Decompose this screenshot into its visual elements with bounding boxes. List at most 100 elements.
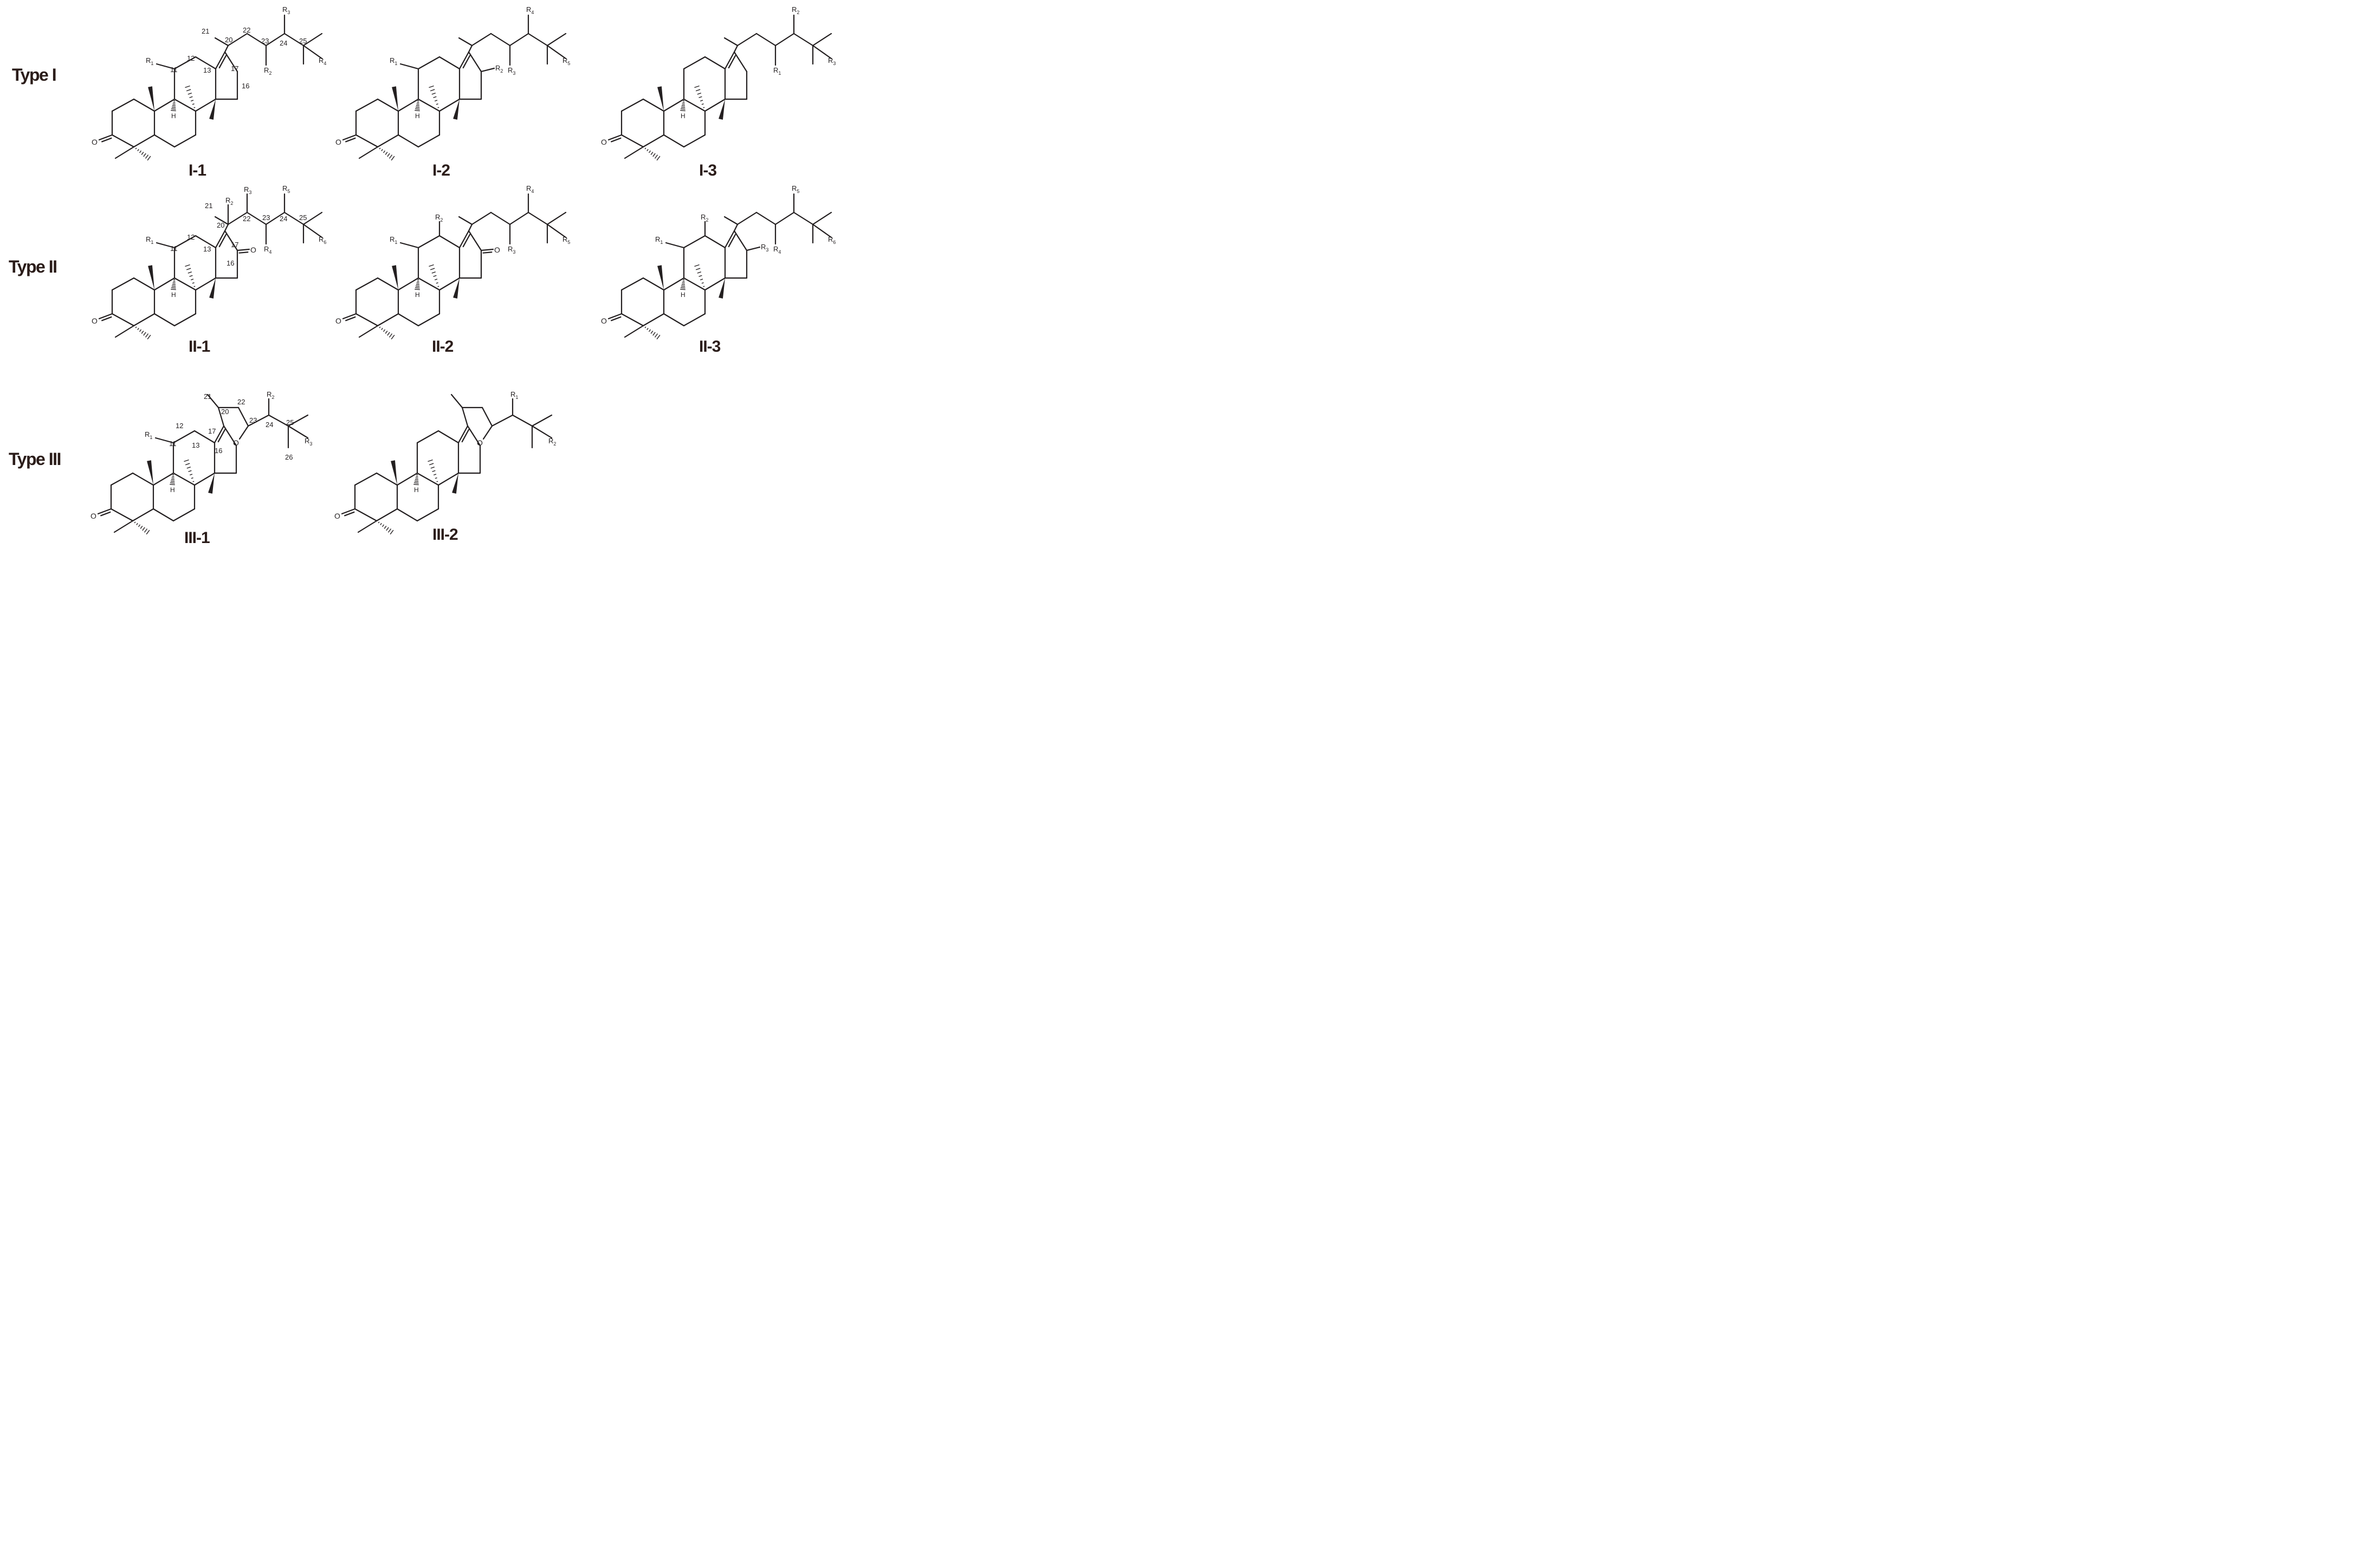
bond	[133, 134, 156, 148]
hash-mark	[654, 333, 658, 338]
hash-mark	[437, 107, 439, 108]
hash-mark	[433, 474, 437, 476]
carbonyl-c3-second-line	[100, 511, 111, 516]
carbonyl-c3-second-line	[345, 316, 356, 321]
hash-mark	[186, 467, 191, 469]
hash-mark	[390, 529, 394, 535]
hash-mark	[414, 480, 419, 482]
substituent-R6: R6	[319, 235, 326, 245]
hash-mark	[429, 85, 434, 88]
atom-number: 22	[243, 215, 250, 223]
atom-number: 17	[231, 64, 238, 73]
bond	[620, 277, 644, 291]
row-label-type-1: Type I	[12, 65, 57, 85]
methyl-8-hashed	[694, 85, 705, 108]
oxygen-ring: O	[477, 438, 483, 447]
bond	[111, 134, 135, 148]
substituent-R4: R4	[773, 245, 781, 255]
oxygen-c3: O	[601, 317, 607, 325]
bond	[793, 33, 814, 47]
methyl-8-hashed	[184, 459, 195, 482]
atom-number: 24	[266, 421, 273, 429]
substituent-R2: R2	[792, 5, 799, 15]
bond	[133, 277, 156, 291]
double-bond-13-17-second-line	[218, 234, 227, 248]
methyl-4a	[358, 325, 379, 338]
hash-mark	[184, 459, 189, 462]
substituent-R6: R6	[828, 235, 836, 245]
hash-mark	[147, 334, 151, 340]
carbonyl-c3-second-line	[611, 316, 622, 321]
bond	[471, 211, 492, 225]
oxygen-c3: O	[92, 317, 98, 325]
substituent-R4: R4	[264, 245, 271, 255]
oxygen-c3: O	[334, 512, 340, 520]
hash-mark	[430, 467, 435, 469]
methyl-4b-hashed	[378, 521, 394, 535]
methyl-4a	[624, 325, 644, 338]
bond	[302, 211, 323, 225]
bond	[438, 235, 461, 249]
methyl-8-hashed	[694, 264, 705, 287]
hash-mark	[193, 107, 196, 108]
hash-mark	[387, 332, 390, 336]
atom-number: 20	[217, 221, 224, 229]
bond	[438, 98, 461, 112]
hash-mark	[171, 285, 176, 287]
substituent-R4: R4	[526, 5, 534, 15]
compound-label-III-2: III-2	[432, 526, 458, 544]
hash-mark	[381, 149, 383, 151]
methyl-10-wedge	[392, 86, 398, 111]
carbonyl-c16	[480, 248, 494, 251]
bond	[461, 406, 469, 427]
carbonyl-c3	[341, 508, 356, 515]
hash-mark	[697, 93, 701, 95]
hash-mark	[436, 481, 438, 482]
hash-mark	[387, 528, 392, 533]
hash-mark	[680, 288, 685, 290]
atom-number: 17	[231, 241, 238, 249]
hydrogen-atom: H	[170, 486, 175, 494]
compound-label-I-1: I-1	[189, 162, 206, 179]
bond	[736, 211, 758, 225]
compound-label-II-3: II-3	[699, 338, 721, 356]
bond	[132, 472, 154, 486]
bond	[224, 223, 229, 232]
bond	[683, 134, 706, 148]
methyl-4b-hashed	[379, 147, 395, 161]
methyl-8-hashed	[185, 85, 196, 108]
substituent-R5: R5	[562, 235, 570, 245]
hash-mark	[145, 154, 149, 159]
hash-mark	[191, 477, 193, 479]
methyl-14-wedge	[453, 278, 460, 299]
hash-mark	[648, 329, 651, 332]
carbonyl-c3-second-line	[611, 137, 622, 143]
hash-mark	[436, 103, 438, 105]
hash-mark	[650, 331, 654, 334]
carbonyl-c3	[342, 313, 357, 320]
methyl-8-hashed	[429, 85, 439, 108]
hash-mark	[139, 150, 142, 153]
carbonyl-c3	[342, 134, 357, 141]
bond	[172, 508, 196, 522]
bond	[355, 98, 379, 112]
bond	[481, 406, 493, 427]
hash-mark	[147, 156, 151, 161]
oxygen-c3: O	[92, 138, 98, 146]
double-bond-13-17-second-line	[461, 429, 470, 443]
hash-mark	[391, 156, 395, 161]
bond	[620, 313, 644, 327]
bond	[302, 44, 323, 60]
hash-mark	[646, 328, 649, 330]
atom-number: 16	[242, 82, 249, 90]
bond	[793, 211, 814, 225]
bond	[417, 98, 441, 112]
bond	[238, 425, 249, 440]
methyl-21	[450, 393, 463, 409]
hash-mark	[140, 526, 143, 529]
bond	[354, 472, 378, 486]
bond	[437, 472, 460, 486]
